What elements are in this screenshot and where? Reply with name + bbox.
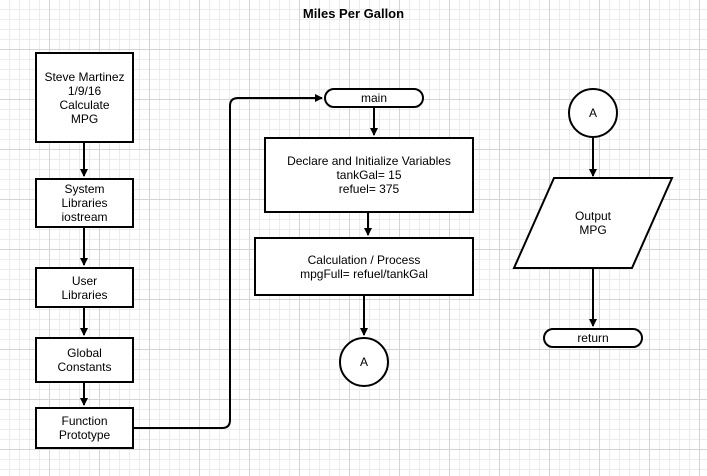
system-libraries-line3: iostream <box>61 210 108 224</box>
system-libraries-box: System Libraries iostream <box>35 178 134 228</box>
declare-line3: refuel= 375 <box>338 182 400 196</box>
output-line2: MPG <box>579 223 607 237</box>
global-constants-line1: Global <box>67 346 102 360</box>
system-libraries-line2: Libraries <box>61 196 108 210</box>
declare-line1: Declare and Initialize Variables <box>287 154 451 168</box>
function-prototype-line1: Function <box>61 414 108 428</box>
header-date: 1/9/16 <box>67 83 102 98</box>
user-libraries-line2: Libraries <box>61 287 108 302</box>
header-author: Steve Martinez <box>44 69 125 84</box>
header-process-box: Steve Martinez 1/9/16 Calculate MPG <box>35 52 134 143</box>
header-line3: Calculate <box>59 97 110 112</box>
diagram-title: Miles Per Gallon <box>302 6 405 21</box>
arrow-function-to-main <box>134 94 323 429</box>
calculation-box: Calculation / Process mpgFull= refuel/ta… <box>254 237 474 296</box>
user-libraries-line1: User <box>71 273 98 288</box>
output-parallelogram <box>512 177 674 269</box>
calculation-line1: Calculation / Process <box>307 252 421 267</box>
connector-a-out: A <box>339 337 389 387</box>
global-constants-box: Global Constants <box>35 337 134 383</box>
user-libraries-box: User Libraries <box>35 267 134 308</box>
global-constants-line2: Constants <box>57 360 112 374</box>
function-prototype-line2: Prototype <box>58 428 111 442</box>
output-line1: Output <box>574 209 612 223</box>
system-libraries-line1: System <box>64 182 105 196</box>
return-terminal: return <box>543 328 643 348</box>
main-terminal: main <box>324 88 424 108</box>
header-line4: MPG <box>70 111 99 126</box>
connector-a-in: A <box>568 88 618 138</box>
output-label: Output MPG <box>534 198 652 248</box>
calculation-line2: mpgFull= refuel/tankGal <box>300 266 428 281</box>
declare-line2: tankGal= 15 <box>336 168 402 182</box>
function-prototype-box: Function Prototype <box>35 407 134 449</box>
declare-variables-box: Declare and Initialize Variables tankGal… <box>264 137 474 213</box>
